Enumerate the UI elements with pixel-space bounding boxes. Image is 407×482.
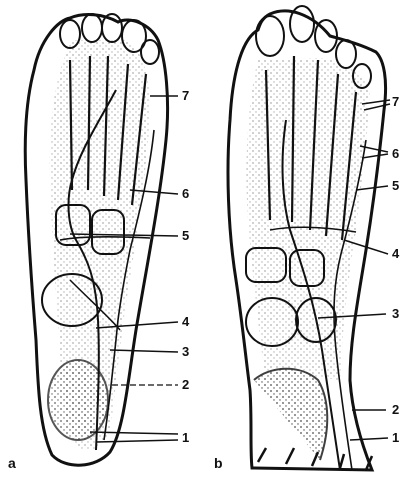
label-a-5: 5 — [182, 228, 189, 243]
label-a-7: 7 — [182, 88, 189, 103]
panel-letter-a: a — [8, 455, 16, 471]
foot-a: 7 6 5 4 3 2 1 a — [8, 14, 190, 471]
label-a-3: 3 — [182, 344, 189, 359]
label-a-2: 2 — [182, 377, 189, 392]
label-a-1: 1 — [182, 430, 189, 445]
label-b-5: 5 — [392, 178, 399, 193]
label-b-7: 7 — [392, 94, 399, 109]
panel-letter-b: b — [214, 455, 223, 471]
label-b-3: 3 — [392, 306, 399, 321]
foot-b: 7 6 5 4 3 2 1 b — [214, 6, 400, 471]
label-b-6: 6 — [392, 146, 399, 161]
label-a-6: 6 — [182, 186, 189, 201]
label-b-1: 1 — [392, 430, 399, 445]
label-b-2: 2 — [392, 402, 399, 417]
label-a-4: 4 — [182, 314, 190, 329]
label-b-4: 4 — [392, 246, 400, 261]
